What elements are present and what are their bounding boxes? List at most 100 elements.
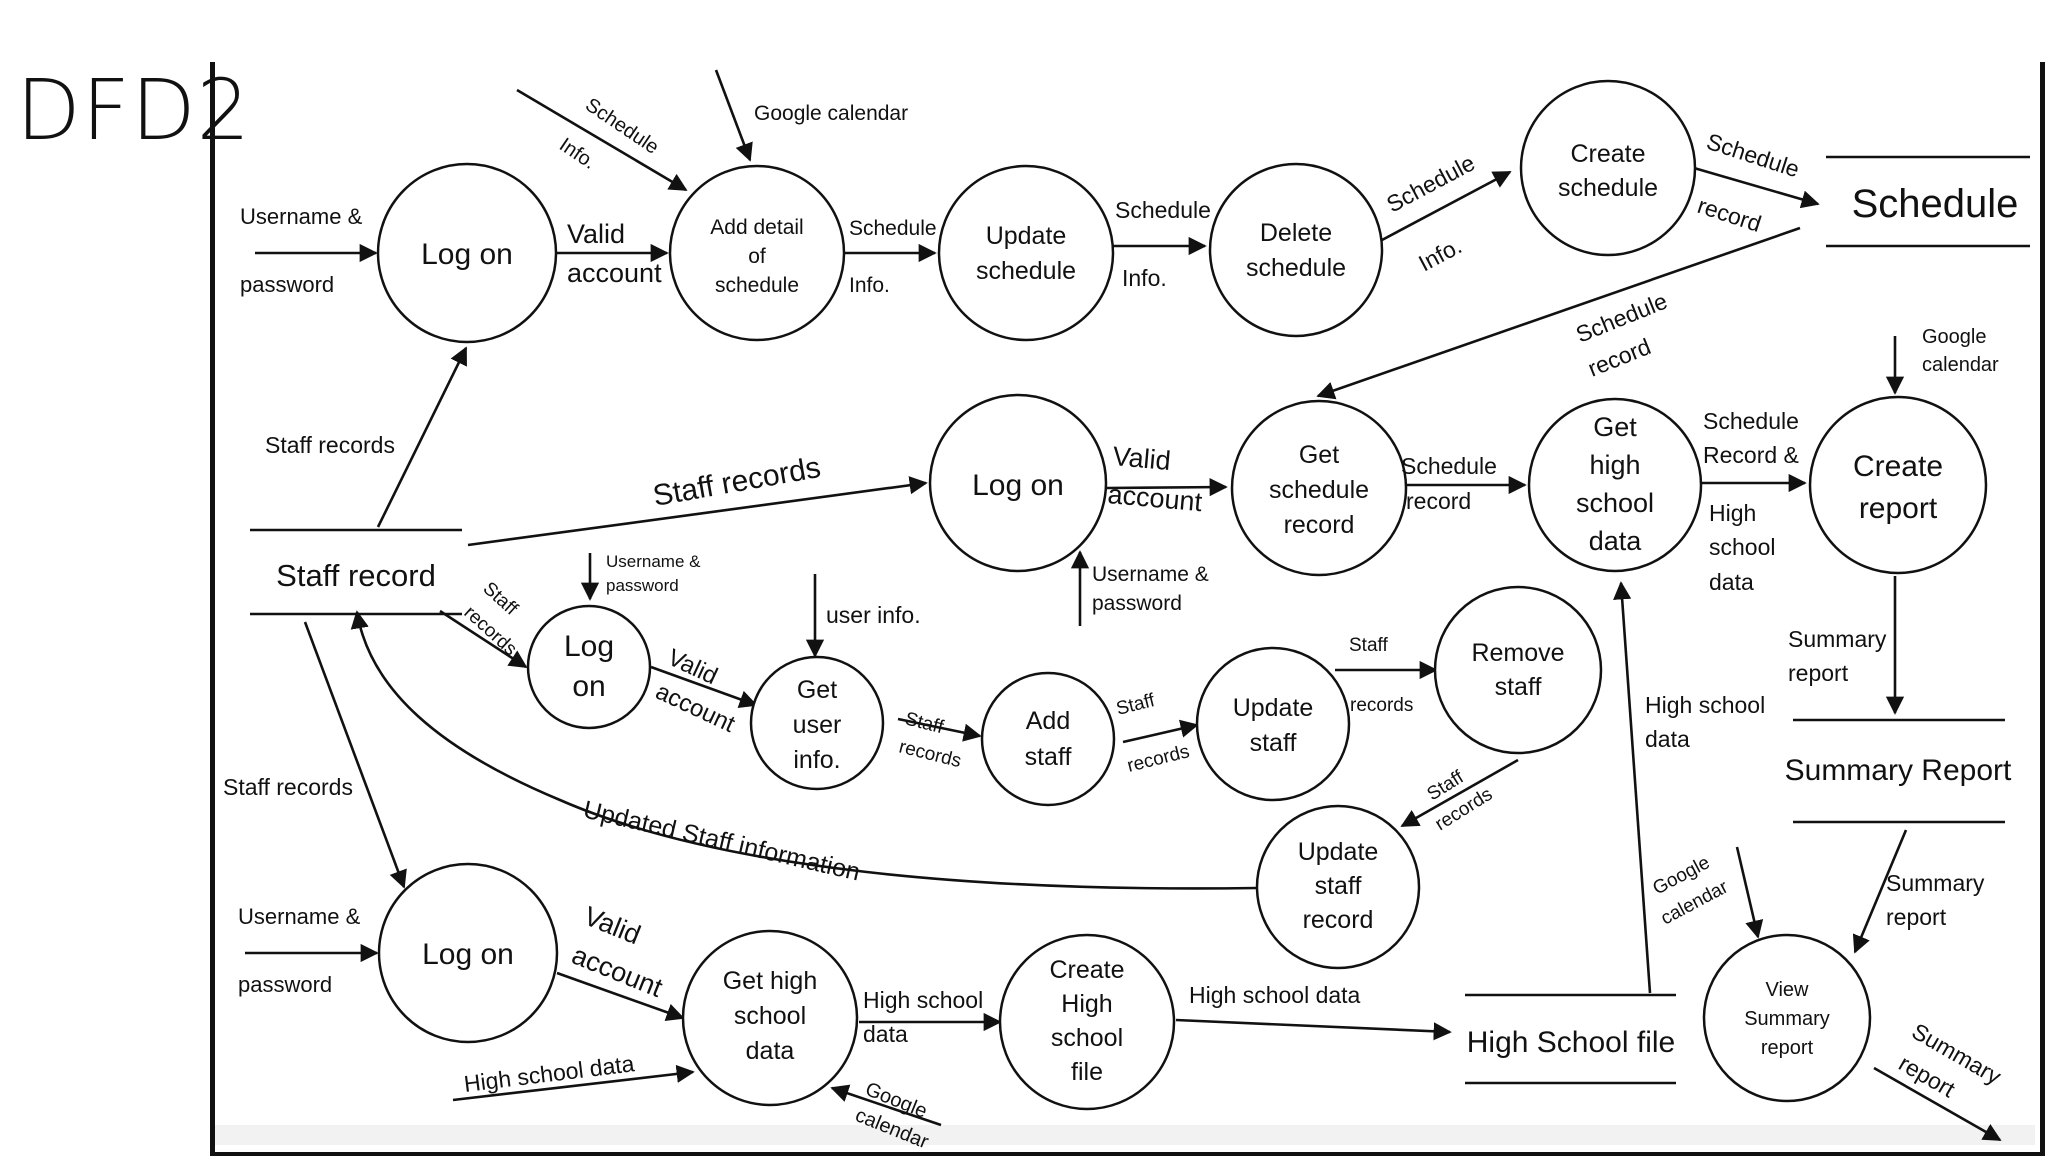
flow-label: Schedule [1572,288,1671,348]
flow-label: Record & [1703,442,1799,468]
process-label: schedule [976,257,1076,285]
flow-label: Schedule [849,217,937,240]
store-staff-record-label: Staff record [276,558,436,593]
process-label: Add detail [710,216,803,239]
process-update-schedule: Update schedule [937,164,1115,342]
flow-lines [245,69,2002,1142]
process-label: Get [1299,441,1339,469]
process-label: staff [1250,729,1297,757]
flow-label: password [238,972,332,997]
process-label: Log on [421,238,513,271]
process-add-staff: Add staff [980,671,1116,807]
process-label: school [734,1002,806,1030]
process-get-user-info: Get user info. [749,655,885,791]
process-label: Get [797,676,837,704]
process-label: Create [1049,956,1124,984]
flow-label: Info. [1414,232,1466,276]
process-label: report [1761,1037,1814,1059]
flow-label: Username & [1092,563,1209,586]
process-label: info. [793,746,840,774]
process-label: Remove [1471,639,1564,667]
frame-bottom-strip [215,1125,2035,1145]
flow-label: report [1886,904,1947,930]
store-high-school-file-label: High School file [1467,1026,1675,1059]
process-label: file [1071,1058,1103,1086]
flow-label: calendar [1922,354,1999,376]
process-label: of [748,245,766,268]
process-logon-top: Log on [376,162,558,344]
process-label: report [1859,492,1938,525]
process-update-staff-record: Update staff record [1255,804,1421,970]
store-high-school-file: High School file [1465,993,1676,1085]
process-label: Summary [1744,1008,1830,1030]
process-label: record [1284,511,1355,539]
flow-label: Google [1922,326,1987,348]
flow-label: password [606,576,679,595]
process-logon-small: Log on [526,604,652,730]
process-label: View [1766,979,1810,1001]
process-label: staff [1025,743,1072,771]
flow-label: Updated Staff information [581,796,863,887]
process-add-detail-of-schedule: Add detail of schedule [668,164,846,342]
process-label: record [1303,906,1374,934]
flow-label: Staff [1114,690,1157,720]
process-get-high-school-data: Get high school data [1527,397,1703,573]
process-update-staff: Update staff [1195,646,1351,802]
process-get-schedule-record: Get schedule record [1230,399,1408,577]
flow-label: High school [1645,692,1765,718]
flow-label: Schedule [1401,453,1497,479]
flow-label: Schedule [581,94,662,159]
flow-label: account [1106,479,1203,517]
process-label: user [793,711,842,739]
flow-label: Info. [555,134,600,174]
process-label: high [1589,450,1640,480]
flow-label: data [863,1021,908,1047]
process-label: schedule [715,274,799,297]
flow-label: record [1406,488,1471,514]
flow-label: records [1125,741,1192,777]
flow-label: account [567,258,662,288]
data-stores: Schedule Staff record Summary Report Hig… [250,155,2030,1085]
flow-label: Summary [1788,626,1887,652]
process-label: Add [1026,707,1070,735]
process-label: Delete [1260,219,1332,247]
process-label: data [1589,526,1643,556]
flow-label: Summary [1886,870,1985,896]
flow-label: password [1092,592,1182,615]
process-label: High [1061,990,1112,1018]
flow-label: Schedule [1382,149,1479,217]
store-summary-report: Summary Report [1785,718,2012,824]
process-label: school [1051,1024,1123,1052]
flow-label: Username & [606,552,701,571]
flow-label: Staff [903,708,946,738]
flow-label: records [897,736,964,772]
flow-label: report [1788,660,1849,686]
flow-label: High school [863,987,983,1013]
process-label: staff [1495,673,1542,701]
flow-label: password [240,272,334,297]
process-label: data [746,1037,795,1065]
flow-label: High [1709,500,1756,526]
flow-label: Username & [238,904,361,929]
process-logon-bottom: Log on [377,862,559,1044]
flow-label: Valid [580,901,645,951]
process-label: schedule [1558,174,1658,202]
process-label: school [1576,488,1654,518]
process-label: Create [1853,450,1943,483]
flow-label: Valid [567,219,625,249]
flow-label: Google calendar [754,102,908,125]
flow-label: Staff records [223,774,353,800]
flow-label: Staff [1349,635,1388,656]
flow-label: school [1709,534,1775,560]
store-schedule-label: Schedule [1852,182,2019,226]
flow-label: High school data [1189,982,1361,1008]
store-summary-report-label: Summary Report [1785,754,2012,787]
flow-label: Valid [1111,441,1171,476]
flow-label: Info. [849,274,890,297]
flow-label: record [1694,192,1764,237]
process-get-high-school-data-bottom: Get high school data [681,929,859,1107]
process-label: Update [1233,694,1314,722]
process-label: Log on [972,469,1064,502]
flow-label: Info. [1122,265,1167,291]
